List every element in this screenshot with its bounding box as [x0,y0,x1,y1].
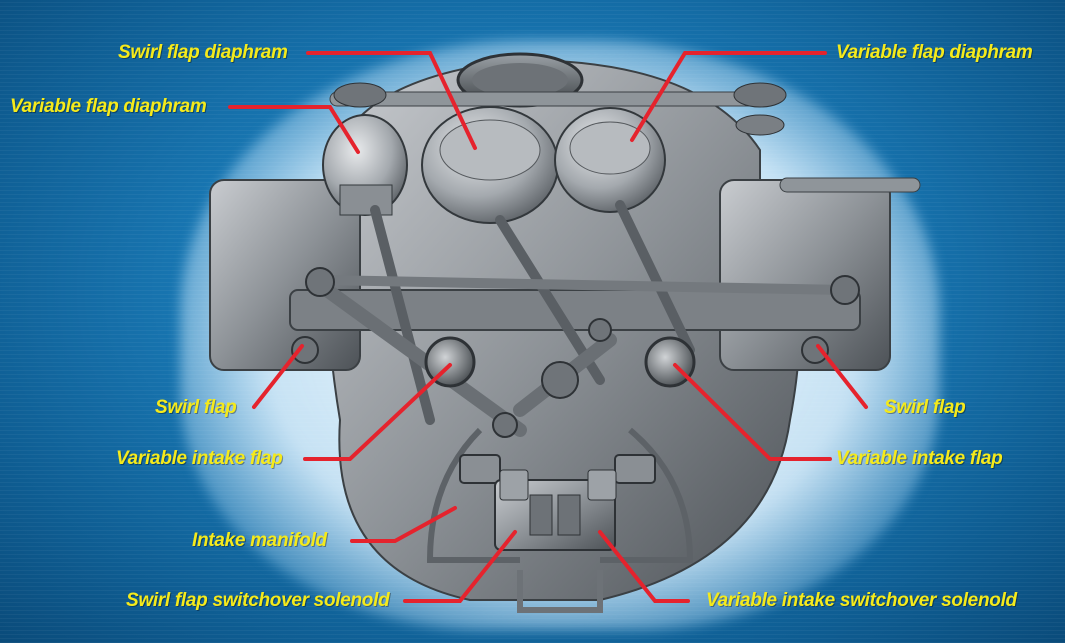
label-variable-intake-switchover-solenoid: Variable intake switchover solenold [706,590,1017,611]
solenoid-right [614,454,656,484]
label-intake-manifold: Intake manifold [192,530,327,551]
label-variable-flap-diaphram-right: Variable flap diaphram [836,42,1033,63]
label-swirl-flap-left: Swirl flap [155,397,237,418]
center-swirl-diaphragm [421,106,559,224]
leader-variable-intake-left [303,363,452,461]
label-variable-intake-flap-right: Variable intake flap [836,448,1003,469]
leader-variable-intake-right [673,363,832,461]
leader-swirl-flap-left [252,344,304,409]
leader-swirl-flap-right [816,344,868,409]
label-variable-flap-diaphram-left: Variable flap diaphram [10,96,207,117]
label-variable-intake-flap-left: Variable intake flap [116,448,283,469]
leader-variable-diaphram-right [630,51,827,142]
leader-swirl-solenoid [403,530,517,603]
leader-intake-manifold [350,506,457,543]
solenoid-left [459,454,501,484]
leader-variable-solenoid [598,530,690,603]
left-variable-diaphragm [322,114,408,216]
label-swirl-flap-right: Swirl flap [884,397,966,418]
leader-lines [228,51,868,603]
label-swirl-flap-diaphram: Swirl flap diaphram [118,42,288,63]
leader-swirl-diaphram [306,51,477,150]
leader-variable-diaphram-left [228,105,360,154]
left-rail [209,179,361,371]
label-swirl-flap-switchover-solenoid: Swirl flap switchover solenold [126,590,390,611]
right-variable-diaphragm [554,107,666,213]
